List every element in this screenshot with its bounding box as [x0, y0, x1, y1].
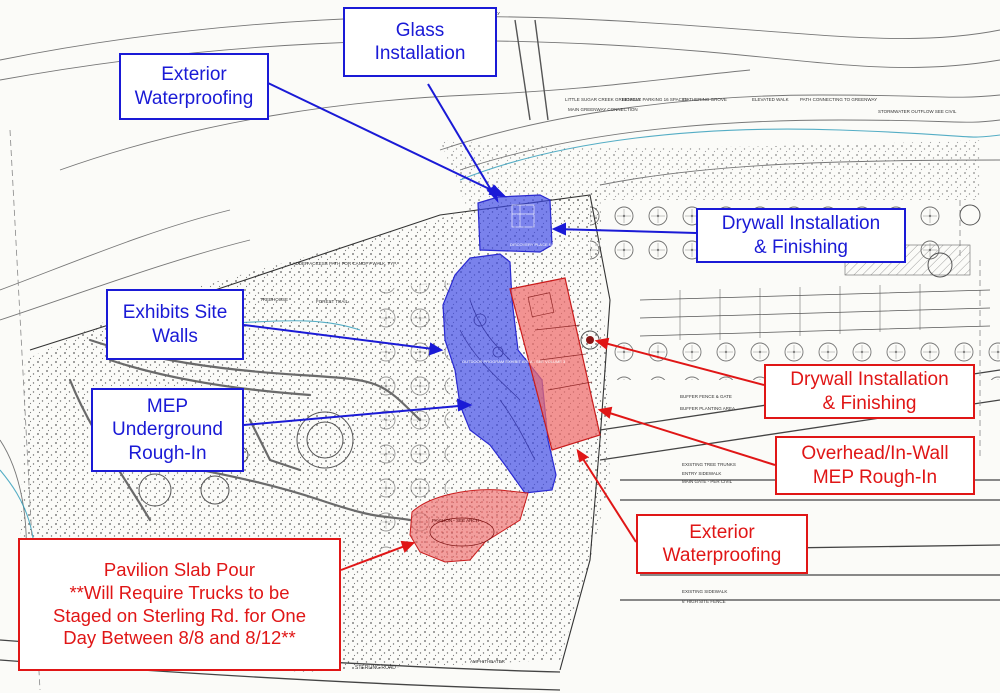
note-main-greenway: MAIN GREENWAY CONNECTION — [568, 107, 638, 112]
callout-exterior-waterproofing-red: Exterior Waterproofing — [636, 514, 808, 574]
callout-drywall-installation-blue: Drywall Installation & Finishing — [696, 208, 906, 263]
note-existing-sidewalk: EXISTING SIDEWALK — [682, 589, 728, 594]
note-discovery-place: DISCOVERY PLACE NATURE BUILDING SEE ARCH — [510, 242, 607, 247]
note-little-sugar-creek: LITTLE SUGAR CREEK GREENWAY — [565, 97, 641, 102]
note-buffer-planting: BUFFER PLANTING AREA — [680, 406, 736, 411]
note-treehouse: TREEHOUSE — [260, 297, 289, 302]
note-sterling-road: STERLING ROAD — [355, 665, 396, 671]
note-high-fence: 6' HIGH SITE FENCE — [682, 599, 726, 604]
note-gathering-grove: GATHERING GROVE — [683, 97, 727, 102]
note-entry-sidewalk: ENTRY SIDEWALK — [682, 471, 722, 476]
note-elevated-walk: ELEVATED WALK — [752, 97, 789, 102]
note-stormwater-outflow: STORMWATER OUTFLOW SEE CIVIL — [878, 109, 957, 114]
note-path-connecting: PATH CONNECTING TO GREENWAY — [800, 97, 878, 102]
nature-building-zone — [509, 277, 601, 451]
note-amphitheater: AMPHITHEATER — [470, 659, 505, 664]
note-forest-trail: FOREST TRAIL — [316, 299, 349, 304]
note-ladder-access: LADDER ACCESS PATH FOR CANOPY WALK, TYP. — [290, 261, 397, 266]
bridge-structure — [514, 19, 549, 121]
callout-mep-underground: MEP Underground Rough-In — [91, 388, 244, 472]
note-main-gate: MAIN GATE - PER CIVIL — [682, 479, 733, 484]
callout-exhibits-site-walls: Exhibits Site Walls — [106, 289, 244, 360]
callout-pavilion-slab-pour: Pavilion Slab Pour **Will Require Trucks… — [18, 538, 341, 671]
callout-drywall-installation-red: Drywall Installation & Finishing — [764, 364, 975, 419]
callout-exterior-waterproofing-blue: Exterior Waterproofing — [119, 53, 269, 120]
note-outdoor-program: OUTDOOR PROGRAM EXHIBIT AREA - SEE VOLUM… — [462, 359, 566, 364]
note-existing-tree: EXISTING TREE TRUNKS — [682, 462, 736, 467]
upper-stipple-area — [440, 140, 980, 215]
callout-overhead-mep: Overhead/In-Wall MEP Rough-In — [775, 436, 975, 495]
note-pavilion: PAVILION - SEE ARCH — [432, 518, 479, 523]
callout-glass-installation: Glass Installation — [343, 7, 497, 77]
note-bicycle-parking: BICYCLE PARKING 16 SPACES — [622, 97, 688, 102]
note-buffer-fence: BUFFER FENCE & GATE — [680, 394, 732, 399]
